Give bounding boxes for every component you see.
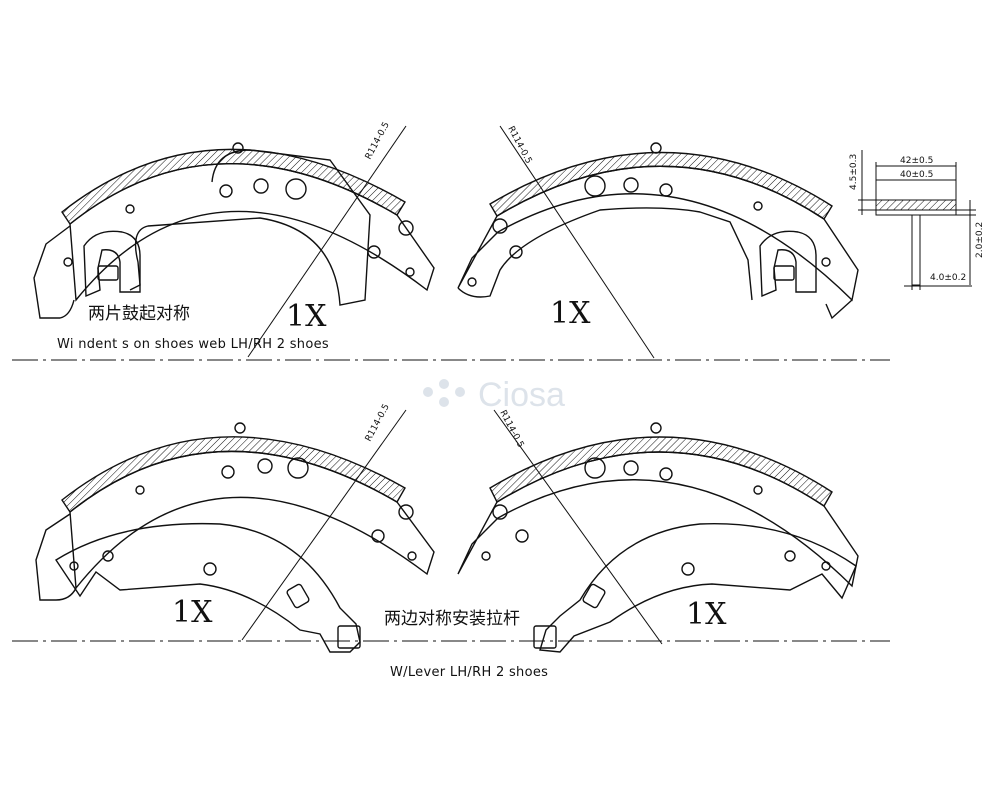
dim-lining-thickness: 4.5±0.3 (849, 154, 859, 190)
web (35, 513, 77, 601)
web-section (911, 214, 921, 286)
radius-label-4: R114-0.5 (497, 409, 525, 450)
rim (457, 451, 859, 588)
top-note-cn: 两片鼓起对称 (88, 304, 190, 324)
rim-section (875, 209, 957, 216)
quantity-label-4: 1X (686, 597, 727, 632)
watermark: Ciosa (423, 376, 565, 414)
brake-shoe-bottom-right (457, 409, 859, 653)
web (33, 225, 75, 319)
brake-shoe-top-left (33, 125, 435, 358)
watermark-text: Ciosa (478, 376, 565, 414)
quantity-label-2: 1X (550, 296, 591, 331)
lining (61, 148, 406, 226)
dim-outer-width: 42±0.5 (900, 156, 933, 166)
dim-rim-thickness: 2.0±0.2 (975, 222, 985, 258)
anchor-slot (759, 230, 817, 298)
brake-shoe-top-right (457, 125, 859, 359)
rim (69, 163, 435, 302)
bottom-note-cn: 两边对称安装拉杆 (384, 609, 520, 629)
dim-inner-width: 40±0.5 (900, 170, 933, 180)
parking-lever (539, 522, 857, 653)
radius-label-2: R114-0.5 (505, 125, 533, 166)
web (457, 207, 753, 301)
anchor-slot (83, 230, 141, 298)
dim-web-thickness: 4.0±0.2 (930, 273, 966, 283)
top-caption: Wi ndent s on shoes web LH/RH 2 shoes (57, 337, 329, 352)
radius-label-1: R114-0.5 (364, 121, 392, 162)
quantity-label-3: 1X (172, 595, 213, 630)
radius-label-3: R114-0.5 (364, 403, 392, 444)
lining-section (875, 199, 957, 211)
bottom-caption: W/Lever LH/RH 2 shoes (390, 665, 548, 680)
brake-shoe-bottom-left (35, 409, 435, 653)
quantity-label-1: 1X (286, 299, 327, 334)
parking-lever (55, 522, 361, 653)
section-detail (858, 150, 976, 290)
rim (69, 450, 435, 590)
